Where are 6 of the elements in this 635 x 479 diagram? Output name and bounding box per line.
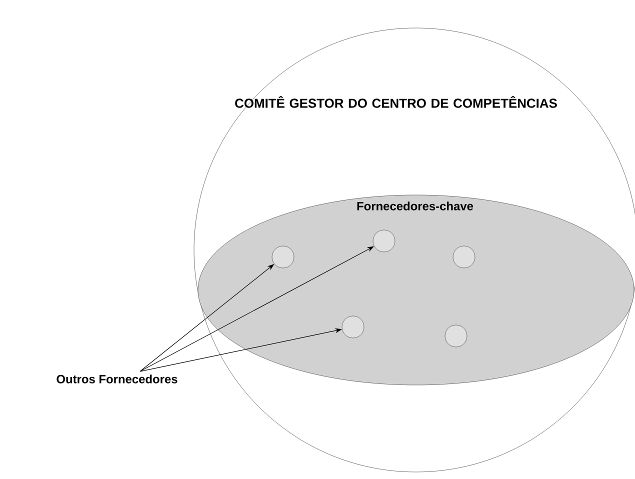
small-circle: [372, 230, 396, 252]
small-circle: [272, 246, 294, 268]
text-label: Outros Fornecedores: [56, 374, 178, 384]
small-circle: [452, 246, 476, 268]
small-circle: [342, 316, 364, 338]
small-circle: [444, 324, 468, 348]
